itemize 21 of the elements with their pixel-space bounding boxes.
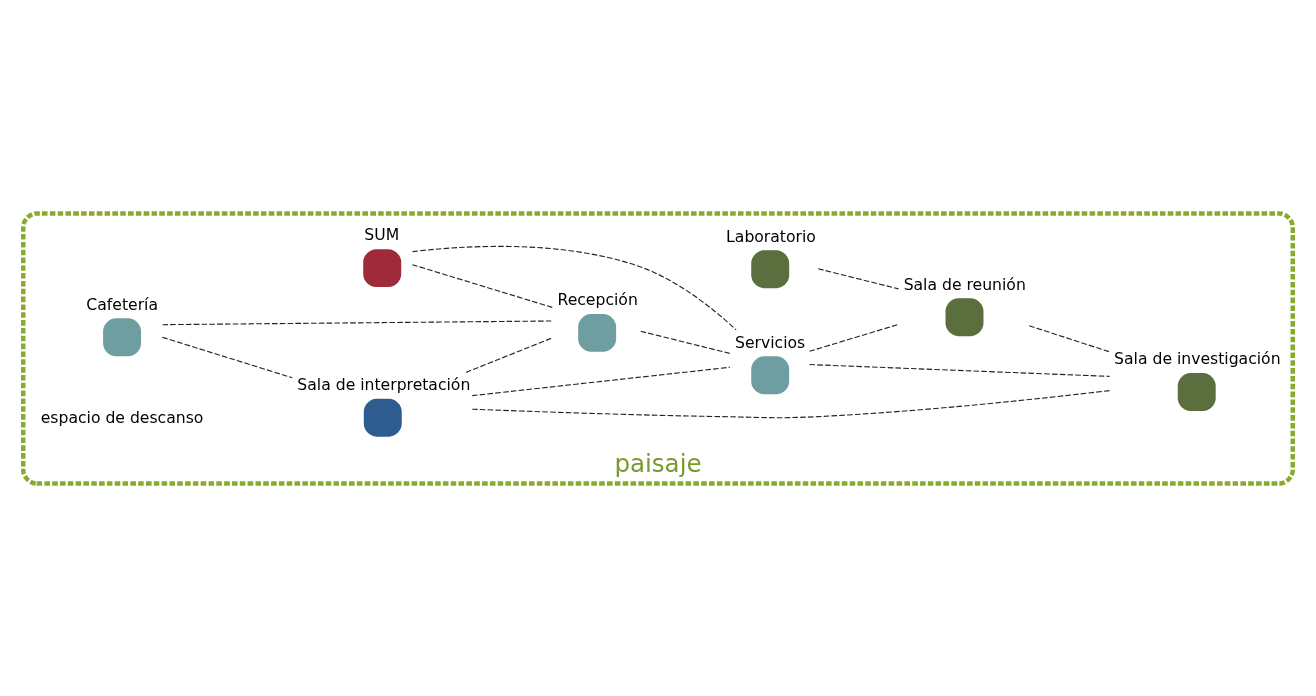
- connector: [465, 336, 553, 373]
- connector: [161, 336, 293, 378]
- node-label: Recepción: [557, 289, 638, 309]
- connector: [411, 263, 554, 308]
- node-label: Laboratorio: [726, 226, 816, 246]
- connector: [809, 323, 899, 352]
- connector: [162, 319, 553, 325]
- connector: [471, 389, 1111, 418]
- connector: [1028, 324, 1110, 352]
- node-label: Sala de interpretación: [297, 374, 471, 394]
- connector: [471, 366, 731, 396]
- node-label: Cafetería: [86, 294, 159, 314]
- connector: [412, 245, 737, 330]
- connector: [817, 267, 900, 289]
- node-label: Sala de investigación: [1114, 348, 1281, 368]
- node-label: SUM: [364, 224, 400, 244]
- node-label: Servicios: [735, 332, 806, 352]
- label: espacio de descanso: [40, 407, 204, 427]
- connector: [809, 363, 1111, 377]
- node-label: Sala de reunión: [903, 274, 1026, 294]
- connector: [640, 330, 731, 354]
